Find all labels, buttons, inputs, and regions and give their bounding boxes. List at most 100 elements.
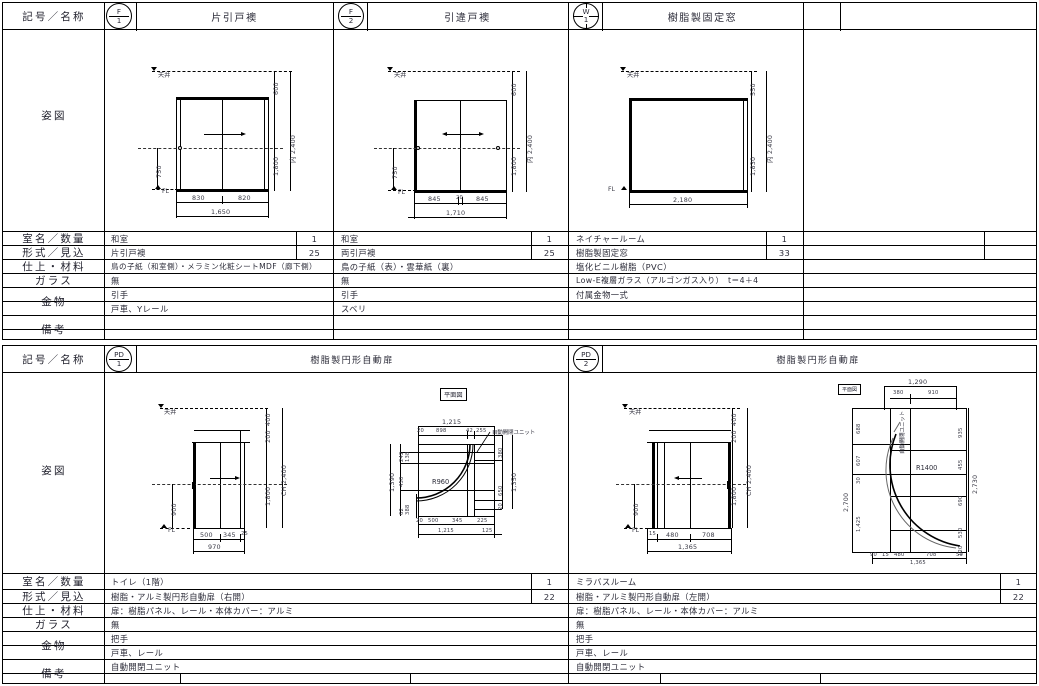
finish-pd2: 扉：樹脂パネル、レール・本体カバー：アルミ [576,605,759,616]
plan-grid-2 [852,474,966,475]
plan-top-edge [418,444,494,445]
plan-left-top [852,408,890,409]
door-right-stile [244,442,245,528]
plan-bot-dim-15: 15 [882,552,890,558]
dim-h-line-2 [647,551,731,552]
room-pd1: トイレ（1階） [111,576,169,587]
dim-v-inner [732,408,733,528]
dim-h-line-2 [408,217,506,218]
s2-vline-qty2 [1000,573,1001,603]
plan-top-dim-910: 910 [928,390,939,396]
remarks2-pd1 [106,674,179,683]
dim-h-ext-mid [222,196,223,204]
plan-left-dim-607: 607 [856,455,862,466]
remarks2-pd2 [571,674,656,683]
plan-right-total: 2,730 [971,474,979,494]
dim-width-500: 500 [200,531,213,539]
dim-total-width: 2,180 [673,196,693,204]
s1-rule-type [2,259,1037,260]
hardware1-f1: 引手 [111,289,129,300]
depth-pd2: 22 [1012,591,1025,602]
transom-sill [192,442,250,443]
dim-width-20: 20 [456,195,464,201]
depth-f1: 25 [308,247,321,258]
symbol-bottom-pd2: 2 [583,358,589,368]
dim-height-1800: 1,800 [510,156,518,176]
plan-left-dim-30: 30 [856,476,862,484]
floor-label: FL [608,186,616,193]
plan-left-edge [890,408,891,552]
plan-leader-line-pd1 [476,431,491,453]
ceiling-line [624,408,740,409]
door-left-inner [657,442,658,528]
dim-v-outer [747,408,748,528]
door-left-stile [652,442,655,528]
s2-rule-header [2,372,1037,374]
type-pd1: 樹脂・アルミ製円形自動扉（右開） [111,591,251,602]
row-label-elevation-2: 姿図 [41,464,67,477]
row-label-type-depth-2: 形式／見込 [22,591,86,603]
elevation-drawing-pd1: 天井 400 200 1,800 CH 2,400 500 345 25 970 [152,396,337,561]
dim-height-600: 600 [510,83,518,96]
section1-frame [2,2,1037,340]
dim-width-480: 480 [666,531,679,539]
s1-vline-qty1 [296,231,297,259]
plan-swing-arc-pd2 [885,421,961,549]
plan-top-dim-898: 898 [436,428,447,434]
plan-right-dim-380: 380 [498,447,504,458]
ceiling-marker [387,67,393,71]
glass-pd1: 無 [111,619,120,630]
s1-rule-hw1 [2,301,1037,302]
ceiling-line [152,71,292,72]
dim-width-830: 830 [192,194,205,202]
row-label-remarks: 備考 [41,324,67,336]
plan-left-dim-388: 388 [405,504,411,515]
remarks2-f2 [336,330,566,339]
dim-height-200: 200 [730,430,738,443]
dim-h-ext-right [747,192,748,208]
plan-top-ext-r [956,386,957,410]
plan-right-dim-line [512,435,513,509]
door-left-inner [180,97,181,191]
handle-pull [727,481,730,489]
row-label-symbol-name-2: 記号／名称 [22,354,86,366]
dim-width-25: 25 [241,531,249,537]
dim-handle-ext [634,484,635,528]
ceiling-line [160,408,268,409]
item-name-f2: 引違戸襖 [444,13,491,24]
plan-right-edge-2 [502,435,503,509]
type-pd2: 樹脂・アルミ製円形自動扉（左開） [576,591,716,602]
ceiling-label: 天井 [629,409,642,416]
slide-arrow-line [204,134,242,135]
s1-vline-sym1 [136,2,137,31]
dim-ext-r [731,528,732,554]
ceiling-label: 天井 [394,72,407,79]
auto-unit-note-pd2: 自動開閉ユニット [900,410,906,454]
dim-v-outer-line [290,71,291,191]
plan-right-dim-530: 530 [958,527,964,538]
slide-arrow-line [678,478,702,479]
qty-pd1: 1 [546,576,553,587]
floor-marker [391,186,397,190]
ceiling-line [388,71,520,72]
plan-grid-3 [890,450,966,451]
plan-bot-chain [872,558,966,559]
row-label-room-qty-2: 室名／数量 [22,576,86,588]
s2-rule-rem [2,673,1037,674]
floor-label: FL [162,188,170,195]
dim-handle-ext [393,148,394,191]
dim-handle-height: 900 [170,503,178,516]
floor-line [160,528,190,529]
dim-h-ext-left [629,192,630,208]
finish-f2: 鳥の子紙（表）・雲華紙（裏） [341,261,459,272]
door-right-inner [264,97,265,191]
slide-arrow-head [674,476,679,480]
plan-left-total: 2,700 [842,492,850,512]
hardware2-pd2: 戸車、レール [576,647,629,658]
s2-rule-glass [2,631,1037,632]
finish-f1: 鳥の子紙（和室側）・メラミン化粧シートMDF（廊下側） [111,262,318,271]
plan-bot-total: 1,365 [910,560,926,566]
plan-inner-v1 [910,408,911,552]
plan-right-dim-20: 20 [498,502,504,510]
plan-grid-3 [400,490,494,491]
